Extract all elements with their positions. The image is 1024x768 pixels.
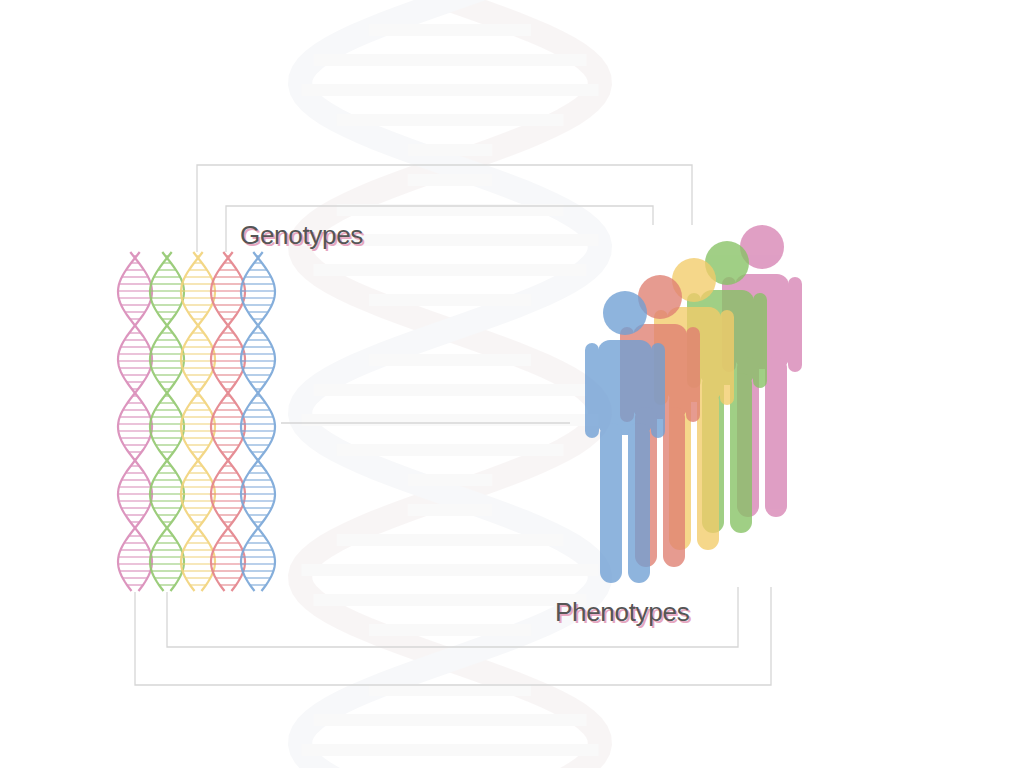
people-figures bbox=[570, 225, 820, 587]
group-heading: Phenotypes bbox=[555, 597, 689, 628]
group-heading: Genotypes bbox=[240, 220, 363, 251]
bracket-connector bbox=[135, 587, 771, 685]
bracket-connector bbox=[226, 206, 653, 252]
dna-helices bbox=[115, 252, 281, 592]
bracket-connector bbox=[197, 165, 692, 252]
bracket-connector bbox=[281, 422, 570, 423]
bracket-connector bbox=[167, 587, 738, 647]
genotype-group: Genotypes bbox=[115, 252, 281, 592]
phenotype-group: Phenotypes bbox=[570, 225, 820, 587]
